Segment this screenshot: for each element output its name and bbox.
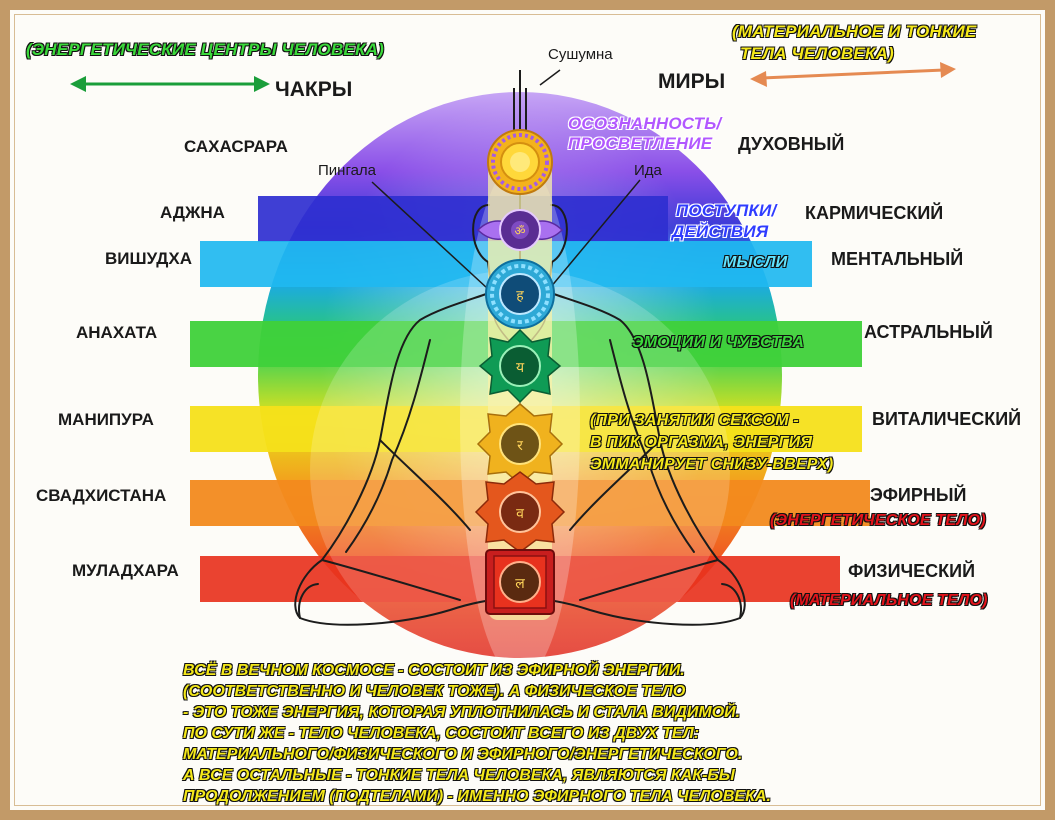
pingala-label: Пингала xyxy=(318,162,377,179)
chakra-label-svadhisthana: СВАДХИСТАНА xyxy=(36,486,167,505)
bottom-explanation: ВСЁ В ВЕЧНОМ КОСМОСЕ - СОСТОИТ ИЗ ЭФИРНО… xyxy=(183,660,771,807)
bottom-line: ПРОДОЛЖЕНИЕМ (ПОДТЕЛАМИ) - ИМЕННО ЭФИРНО… xyxy=(183,788,771,805)
chakra-symbols: ॐ ह य र व ल xyxy=(474,129,566,615)
chakras-heading: ЧАКРЫ xyxy=(275,78,353,101)
world-label-karmic: КАРМИЧЕСКИЙ xyxy=(805,203,944,223)
vishuddha-symbol: ह xyxy=(485,259,555,329)
svg-text:य: य xyxy=(516,360,525,376)
thoughts-note: МЫСЛИ xyxy=(723,254,788,271)
svg-text:व: व xyxy=(516,506,524,522)
actions-note-line1: ПОСТУПКИ/ xyxy=(676,201,777,220)
svadhisthana-symbol: व xyxy=(474,471,566,553)
bottom-line: (СООТВЕТСТВЕННО И ЧЕЛОВЕК ТОЖЕ). А ФИЗИЧ… xyxy=(183,683,686,700)
left-double-arrow-icon xyxy=(70,76,270,92)
energy-body-note: (ЭНЕРГЕТИЧЕСКОЕ ТЕЛО) xyxy=(770,512,986,529)
world-label-astral: АСТРАЛЬНЫЙ xyxy=(864,322,993,342)
actions-note-line2: ДЕЙСТВИЯ xyxy=(672,222,769,241)
awareness-note-line2: ПРОСВЕТЛЕНИЕ xyxy=(568,134,713,153)
world-label-vital: ВИТАЛИЧЕСКИЙ xyxy=(872,409,1022,429)
muladhara-symbol: ल xyxy=(485,549,555,615)
svg-text:र: र xyxy=(517,438,523,454)
bottom-line: - ЭТО ТОЖЕ ЭНЕРГИЯ, КОТОРАЯ УПЛОТНИЛАСЬ … xyxy=(183,704,741,721)
anahata-symbol: य xyxy=(478,328,562,404)
bottom-line: А ВСЕ ОСТАЛЬНЫЕ - ТОНКИЕ ТЕЛА ЧЕЛОВЕКА, … xyxy=(183,767,735,784)
chakra-label-muladhara: МУЛАДХАРА xyxy=(72,561,179,580)
manipura-symbol: र xyxy=(476,403,564,485)
chakra-label-manipura: МАНИПУРА xyxy=(58,410,154,429)
svg-text:ह: ह xyxy=(516,288,524,304)
bottom-line: МАТЕРИАЛЬНОГО/ФИЗИЧЕСКОГО И ЭФИРНОГО/ЭНЕ… xyxy=(183,746,743,763)
right-double-arrow-icon xyxy=(750,62,956,87)
worlds-heading: МИРЫ xyxy=(658,70,726,93)
chakra-label-anahata: АНАХАТА xyxy=(76,323,158,342)
material-body-note: (МАТЕРИАЛЬНОЕ ТЕЛО) xyxy=(790,592,988,609)
world-label-etheric: ЭФИРНЫЙ xyxy=(870,485,967,505)
sushumna-label: Сушумна xyxy=(548,46,613,63)
chakra-label-sahasrara: САХАСРАРА xyxy=(184,137,288,156)
sahasrara-symbol xyxy=(487,129,553,195)
sex-note-line1: (ПРИ ЗАНЯТИИ СЕКСОМ - xyxy=(590,412,799,429)
svg-text:ॐ: ॐ xyxy=(515,224,526,238)
sex-note-line2: В ПИК ОРГАЗМА, ЭНЕРГИЯ xyxy=(590,434,813,451)
bottom-line: ВСЁ В ВЕЧНОМ КОСМОСЕ - СОСТОИТ ИЗ ЭФИРНО… xyxy=(183,662,685,679)
ajna-symbol: ॐ xyxy=(476,209,564,251)
bodies-note-line1: (МАТЕРИАЛЬНОЕ И ТОНКИЕ xyxy=(732,22,977,41)
energy-centers-note: (ЭНЕРГЕТИЧЕСКИЕ ЦЕНТРЫ ЧЕЛОВЕКА) xyxy=(26,40,384,59)
chakra-label-ajna: АДЖНА xyxy=(160,203,225,222)
chakra-label-vishuddha: ВИШУДХА xyxy=(105,249,193,268)
bottom-line: ПО СУТИ ЖЕ - ТЕЛО ЧЕЛОВЕКА, СОСТОИТ ВСЕГ… xyxy=(183,725,700,742)
world-label-physical: ФИЗИЧЕСКИЙ xyxy=(848,561,976,581)
world-label-spiritual: ДУХОВНЫЙ xyxy=(738,134,845,154)
emotions-note: ЭМОЦИИ И ЧУВСТВА xyxy=(632,334,805,351)
bodies-note-line2: ТЕЛА ЧЕЛОВЕКА) xyxy=(740,44,894,63)
ida-label: Ида xyxy=(634,162,662,179)
awareness-note-line1: ОСОЗНАННОСТЬ/ xyxy=(568,114,722,133)
world-label-mental: МЕНТАЛЬНЫЙ xyxy=(831,249,964,269)
svg-text:ल: ल xyxy=(515,576,525,592)
sex-note-line3: ЭММАНИРУЕТ СНИЗУ-ВВЕРХ) xyxy=(590,456,834,473)
